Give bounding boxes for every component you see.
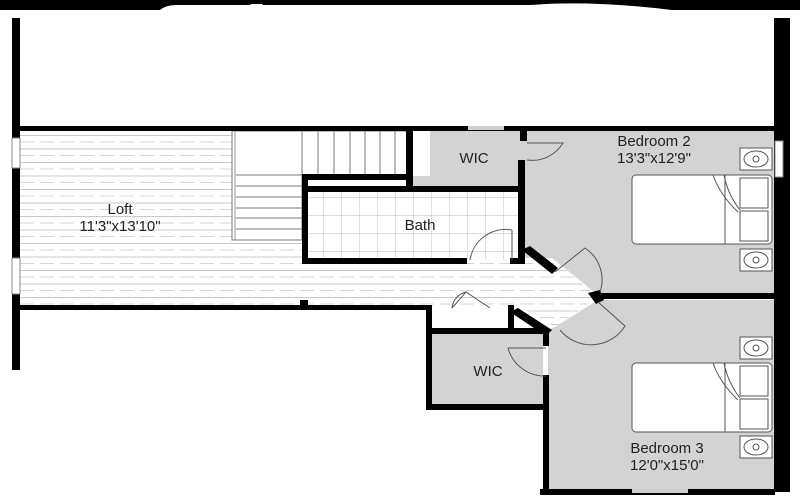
loft-label: Loft 11'3"x13'10"	[79, 201, 160, 235]
right-exterior-wall	[774, 18, 790, 492]
roof-band	[0, 0, 800, 11]
walls	[11, 126, 784, 495]
bath-room	[308, 192, 520, 260]
loft-dimensions: 11'3"x13'10"	[79, 218, 161, 235]
loft-name: Loft	[107, 201, 133, 218]
wic-lower-label: WIC	[473, 363, 502, 380]
bath-name: Bath	[404, 217, 436, 234]
left-exterior-wall	[12, 18, 20, 370]
bath-label: Bath	[405, 217, 436, 234]
wic-upper-label: WIC	[459, 150, 488, 167]
bed-icon	[631, 174, 773, 245]
wic-upper-room	[412, 131, 525, 186]
doors	[451, 142, 626, 377]
staircase	[231, 130, 409, 241]
bedroom2-label: Bedroom 2 13'3"x12'9"	[617, 133, 691, 167]
wic-lower-name: WIC	[473, 363, 503, 380]
bedroom3-name: Bedroom 3	[630, 440, 704, 457]
bedroom2-dimensions: 13'3"x12'9"	[617, 150, 691, 167]
bed-icon	[631, 362, 773, 433]
bedroom2-name: Bedroom 2	[617, 133, 691, 150]
bedroom2-furniture	[631, 147, 773, 272]
bedroom3-furniture	[631, 336, 773, 459]
bedroom3-dimensions: 12'0"x15'0"	[630, 457, 704, 474]
bedroom3-label: Bedroom 3 12'0"x15'0"	[630, 440, 704, 474]
wic-upper-name: WIC	[459, 150, 489, 167]
